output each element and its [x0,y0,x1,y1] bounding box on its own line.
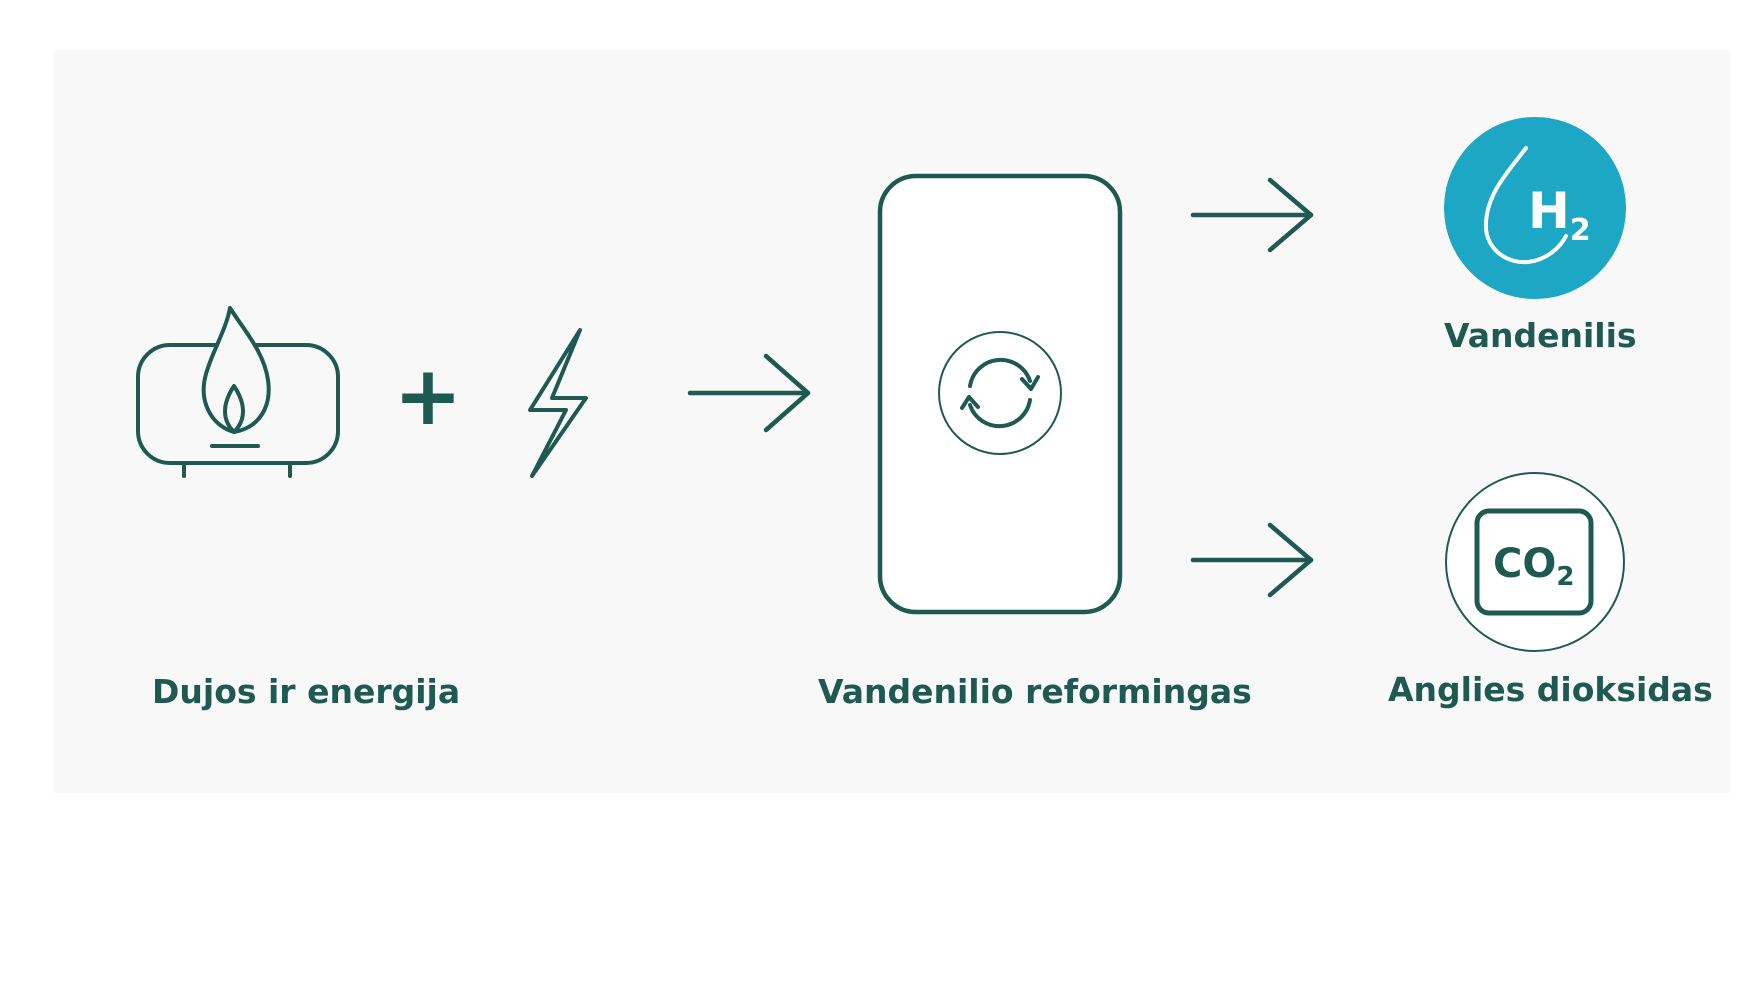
co2-symbol: CO2 [1493,541,1574,592]
flow-arrow-co2 [1190,522,1314,598]
flow-arrow-input [687,353,811,433]
hydrogen-subscript: 2 [1570,213,1591,248]
gas-tank-flame-icon [136,306,340,478]
co2-symbol-letters: CO [1493,541,1556,587]
label-hydrogen-reforming: Vandenilio reformingas [818,672,1252,711]
refresh-cycle-icon [938,331,1062,455]
label-carbon-dioxide: Anglies dioksidas [1388,670,1713,709]
co2-subscript: 2 [1556,562,1574,592]
co2-icon: CO2 [1445,472,1625,652]
label-gas-and-energy: Dujos ir energija [152,672,461,711]
water-drop-icon [1483,146,1568,265]
flow-arrow-hydrogen [1190,177,1314,253]
plus-sign: + [394,349,463,444]
hydrogen-symbol-letter: H [1528,182,1570,240]
hydrogen-icon: H2 [1444,117,1626,299]
lightning-bolt-icon [528,328,588,478]
hydrogen-symbol: H2 [1528,182,1591,248]
label-hydrogen: Vandenilis [1444,316,1637,355]
